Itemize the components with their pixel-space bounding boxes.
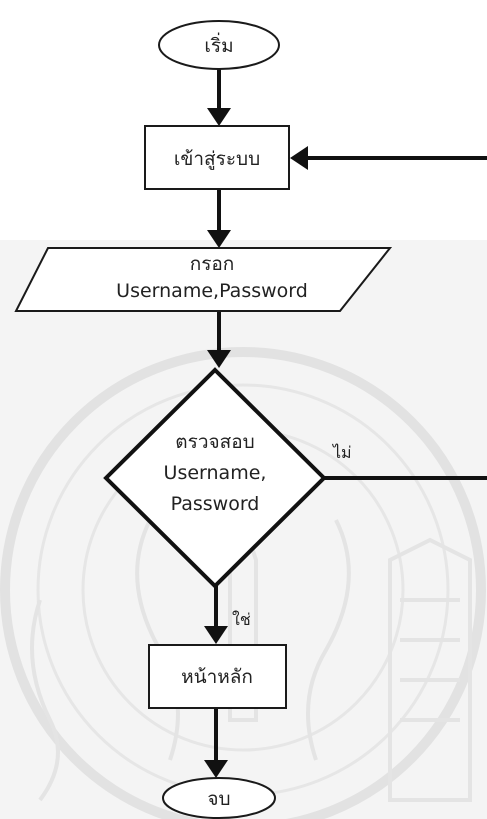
home-node: หน้าหลัก [148,644,287,709]
input-label-line2: Username,Password [116,280,308,302]
arrowhead-login [207,108,231,126]
home-process-box [148,644,287,709]
login-node: เข้าสู่ระบบ [144,125,290,190]
end-label: จบ [207,788,230,810]
arrowhead-input [207,230,231,248]
login-process-box [144,125,290,190]
input-node: กรอก Username,Password [14,247,393,312]
check-node: ตรวจสอบ Username, Password [103,367,327,589]
input-label-line1: กรอก [190,253,235,275]
input-parallelogram [14,247,393,312]
arrowhead-end [204,760,228,778]
check-label-line2: Username, [164,462,267,484]
check-label-line1: ตรวจสอบ [175,431,254,453]
arrowhead-home [204,626,228,644]
home-label: หน้าหลัก [181,666,253,688]
arrowhead-loop-back [290,146,308,170]
no-branch-label: ไม่ [331,443,352,462]
check-decision-diamond [103,367,327,589]
start-terminator [158,20,280,70]
connectors [204,69,487,778]
arrowhead-check [207,350,231,368]
check-label-line3: Password [171,493,260,515]
login-label: เข้าสู่ระบบ [174,148,260,170]
start-label: เริ่ม [204,32,233,57]
start-node: เริ่ม [158,20,280,70]
end-terminator [162,777,276,819]
end-node: จบ [162,777,276,819]
yes-branch-label: ใช่ [232,610,251,629]
